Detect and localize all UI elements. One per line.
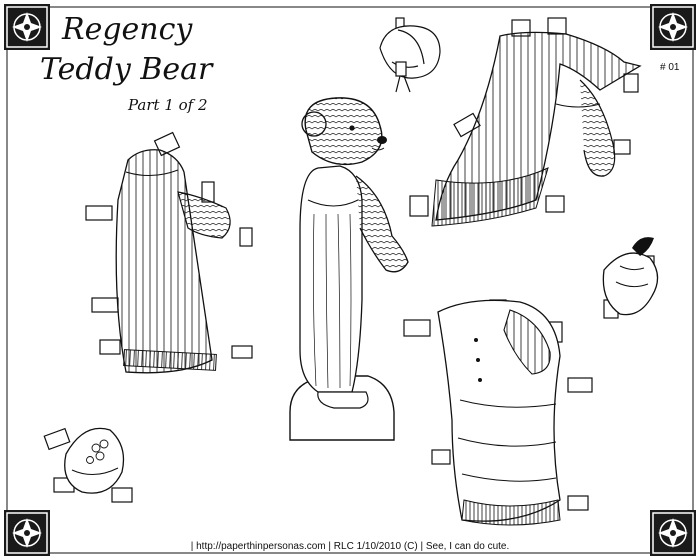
sheet-title-line1: Regency xyxy=(62,12,193,47)
feathered-hat-icon xyxy=(602,237,659,319)
footer-credit: | http://paperthinpersonas.com | RLC 1/1… xyxy=(190,541,510,552)
sheet-part-label: Part 1 of 2 xyxy=(128,96,208,114)
corner-ornament-icon xyxy=(3,3,51,51)
fringed-day-dress-outfit xyxy=(409,17,642,227)
teddy-bear-paper-doll xyxy=(289,97,409,441)
pleated-gown-outfit xyxy=(85,131,253,374)
sheet-title-line2: Teddy Bear xyxy=(40,52,213,87)
corner-ornament-icon xyxy=(3,509,51,557)
corner-ornament-icon xyxy=(649,3,697,51)
sheet-number: # 01 xyxy=(660,62,680,73)
bonnet-with-flowers-icon xyxy=(43,427,133,503)
corner-ornament-icon xyxy=(649,509,697,557)
bonnet-icon xyxy=(379,17,441,93)
page-border xyxy=(6,6,694,554)
pelisse-coat-outfit xyxy=(403,299,593,526)
